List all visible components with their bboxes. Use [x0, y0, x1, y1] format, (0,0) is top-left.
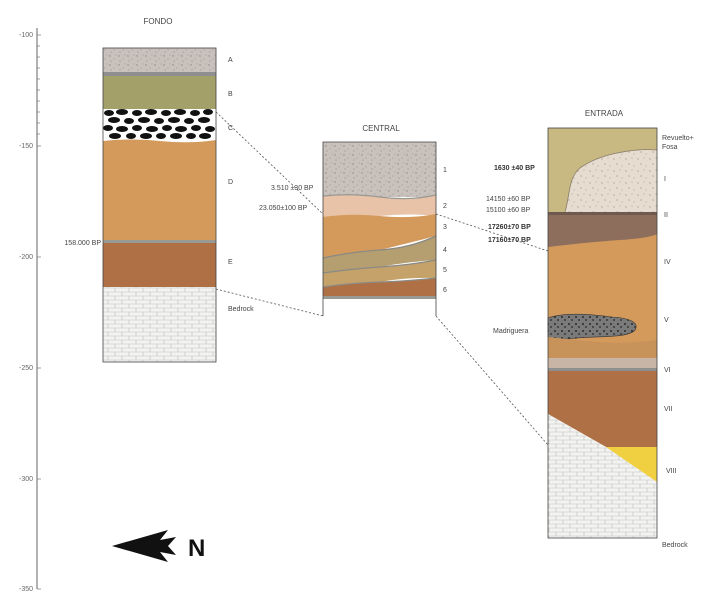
central-date: 3.510 ±30 BP: [271, 185, 314, 192]
scale-tick-label: -350: [19, 586, 33, 593]
entrada-layer-label: V: [664, 317, 669, 324]
entrada-layer-vii: [548, 371, 657, 447]
scale-tick-label: -200: [19, 254, 33, 261]
entrada-layer-label: VIII: [666, 468, 677, 475]
entrada-layer-v-lower: [548, 337, 657, 360]
fondo-layer-d-base: [103, 240, 216, 243]
entrada-layer-label: VI: [664, 367, 671, 374]
fondo-date: 158.000 BP: [64, 240, 101, 247]
entrada-title: ENTRADA: [585, 109, 624, 118]
entrada-date: 14150 ±60 BP: [486, 196, 531, 203]
entrada-layer-label: I: [664, 176, 666, 183]
depth-scale: -100 -150 -200 -250 -300 -350: [19, 28, 41, 593]
scale-tick-label: -300: [19, 476, 33, 483]
central-layer-3: [323, 214, 436, 258]
central-layer-label: 3: [443, 224, 447, 231]
central-layer-4-line: [322, 235, 437, 259]
fondo-layer-label: B: [228, 91, 233, 98]
scale-tick-label: -250: [19, 365, 33, 372]
fondo-layer-d: [103, 139, 216, 240]
central-layer-label: 5: [443, 267, 447, 274]
central-layer-6: [323, 278, 436, 298]
entrada-layer-label: IV: [664, 259, 671, 266]
north-label: N: [188, 535, 205, 562]
scale-ticks: [37, 34, 41, 590]
central-layer-label: 4: [443, 247, 447, 254]
entrada-date: 17160±70 BP: [488, 237, 531, 244]
entrada-feature-label: Madriguera: [493, 328, 529, 335]
entrada-layer-i-edge: [564, 149, 658, 213]
fondo-bedrock-label: Bedrock: [228, 306, 254, 313]
entrada-layer-ii-top: [548, 212, 657, 215]
fondo-layer-e: [103, 243, 216, 287]
entrada-layer-label: Revuelto+: [662, 135, 694, 142]
column-entrada: ENTRADA Revuelto+ Fosa I II IV V VI VII …: [486, 109, 694, 549]
entrada-layer-vi-line: [548, 368, 657, 371]
entrada-layer-viii: [606, 447, 657, 482]
central-layer-5: [323, 260, 436, 287]
north-arrow-icon: [112, 530, 176, 562]
fondo-outline: [102, 47, 217, 363]
column-fondo: FONDO A B C D: [64, 17, 254, 363]
central-title: CENTRAL: [362, 124, 400, 133]
central-layer-label: 2: [443, 203, 447, 210]
fondo-layer-a: [103, 48, 216, 72]
entrada-outline: [547, 127, 658, 539]
fondo-layer-c-clasts: [103, 109, 215, 139]
scale-tick-label: -100: [19, 32, 33, 39]
central-layer-1: [323, 142, 436, 197]
entrada-bedrock: [548, 414, 657, 538]
central-date: 23.050±100 BP: [259, 205, 308, 212]
fondo-title: FONDO: [144, 17, 173, 26]
entrada-layer-label: VII: [664, 406, 673, 413]
entrada-layer-i: [565, 149, 657, 212]
entrada-layer-label: II: [664, 212, 668, 219]
central-layer-label: 1: [443, 167, 447, 174]
fondo-bedrock: [103, 287, 216, 362]
scale-tick-label: -150: [19, 143, 33, 150]
fondo-layer-label: D: [228, 179, 233, 186]
entrada-layer-vi: [548, 358, 657, 370]
fondo-layer-a-base: [103, 72, 216, 76]
central-layer-2: [323, 194, 436, 218]
correlation-lines: [215, 111, 549, 446]
fondo-layer-label: A: [228, 57, 233, 64]
fondo-layer-label: E: [228, 259, 233, 266]
north-arrow: N: [112, 530, 205, 562]
entrada-layer-label: Fosa: [662, 144, 678, 151]
entrada-date: 1630 ±40 BP: [494, 165, 535, 172]
central-layer-2-line: [322, 194, 437, 200]
entrada-bedrock-label: Bedrock: [662, 542, 688, 549]
fondo-layer-label: C: [228, 125, 233, 132]
central-base: [323, 296, 436, 299]
fondo-layer-b: [103, 76, 216, 109]
entrada-date: 17260±70 BP: [488, 224, 531, 231]
central-layer-5-line: [322, 259, 437, 274]
central-layer-label: 6: [443, 287, 447, 294]
central-layer-6-line: [322, 277, 437, 288]
central-layer-4: [323, 236, 436, 273]
central-outline: [322, 141, 437, 316]
column-central: CENTRAL 1 2 3 4 5 6 3.510 ±30 BP 23.050±…: [259, 124, 447, 316]
entrada-date: 15100 ±60 BP: [486, 207, 531, 214]
